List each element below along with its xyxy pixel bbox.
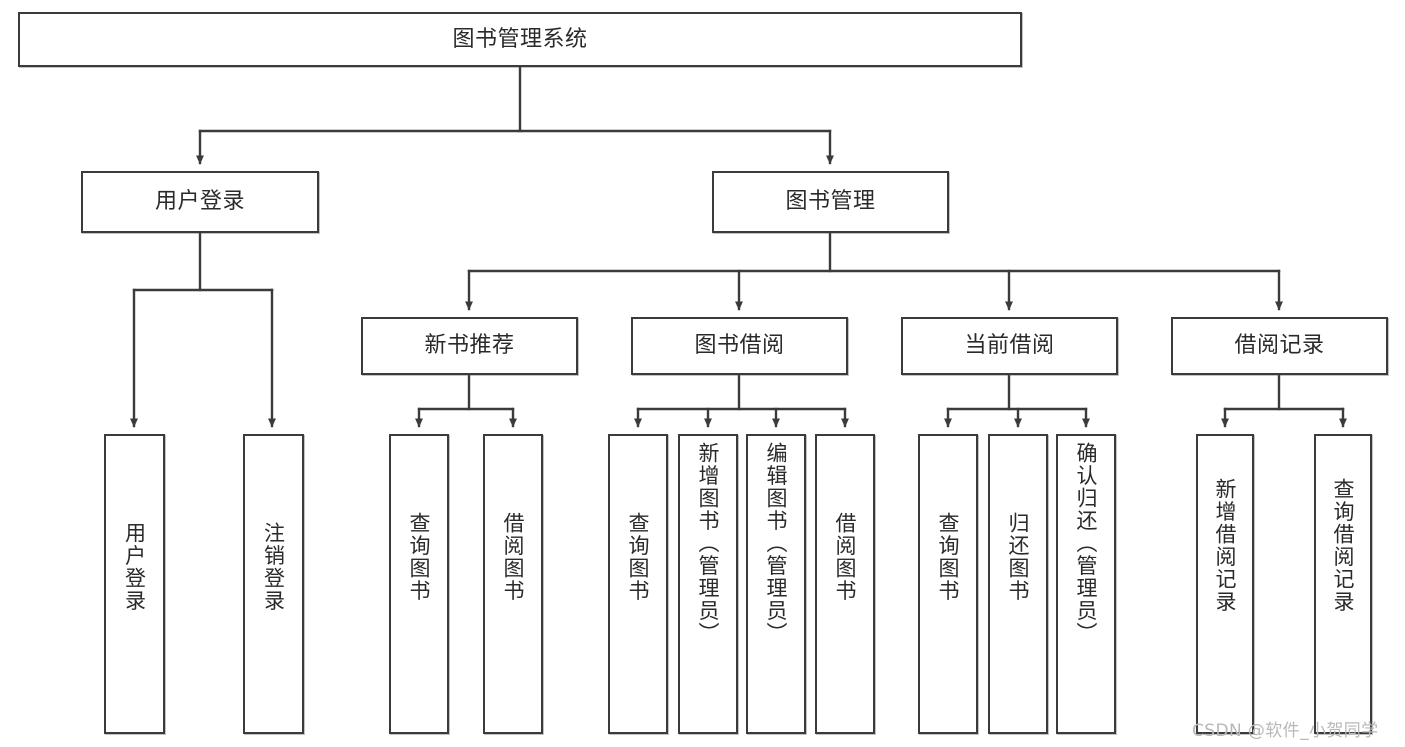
node-leaf-borrow-book-2[interactable]: 借阅图书 (815, 434, 875, 734)
node-book-borrow-label: 图书借阅 (694, 333, 785, 359)
node-leaf-edit-book[interactable]: 编辑图书（管理员） (746, 434, 806, 734)
node-leaf-query-book-3-label: 查询图书 (936, 512, 961, 602)
node-leaf-query-record-label: 查询借阅记录 (1331, 478, 1356, 613)
node-leaf-borrow-book-1-label: 借阅图书 (501, 512, 526, 602)
node-current-borrow[interactable]: 当前借阅 (901, 317, 1118, 375)
node-leaf-query-record[interactable]: 查询借阅记录 (1314, 434, 1372, 734)
node-user-login[interactable]: 用户登录 (81, 171, 319, 233)
node-borrow-record[interactable]: 借阅记录 (1171, 317, 1388, 375)
node-leaf-return-book[interactable]: 归还图书 (988, 434, 1048, 734)
node-leaf-user-login-label: 用户登录 (122, 522, 147, 612)
node-borrow-record-label: 借阅记录 (1234, 333, 1325, 359)
node-root[interactable]: 图书管理系统 (18, 12, 1022, 67)
node-current-borrow-label: 当前借阅 (964, 333, 1055, 359)
node-leaf-return-book-label: 归还图书 (1006, 512, 1031, 602)
node-leaf-query-book-1[interactable]: 查询图书 (389, 434, 449, 734)
node-leaf-add-record-label: 新增借阅记录 (1213, 478, 1238, 613)
node-leaf-borrow-book-2-label: 借阅图书 (833, 512, 858, 602)
node-book-manage-label: 图书管理 (785, 189, 876, 215)
node-leaf-add-book-label: 新增图书（管理员） (696, 442, 721, 645)
node-leaf-user-login[interactable]: 用户登录 (104, 434, 165, 734)
node-leaf-borrow-book-1[interactable]: 借阅图书 (483, 434, 543, 734)
node-leaf-query-book-2[interactable]: 查询图书 (608, 434, 668, 734)
node-leaf-query-book-2-label: 查询图书 (626, 512, 651, 602)
node-leaf-query-book-1-label: 查询图书 (407, 512, 432, 602)
node-leaf-query-book-3[interactable]: 查询图书 (918, 434, 978, 734)
csdn-watermark: CSDN @软件_小贺同学 (1192, 721, 1379, 741)
node-new-book-recommend[interactable]: 新书推荐 (361, 317, 578, 375)
node-leaf-add-book[interactable]: 新增图书（管理员） (678, 434, 738, 734)
node-new-book-recommend-label: 新书推荐 (424, 333, 515, 359)
node-book-borrow[interactable]: 图书借阅 (631, 317, 848, 375)
node-leaf-confirm-return[interactable]: 确认归还（管理员） (1056, 434, 1116, 734)
node-leaf-confirm-return-label: 确认归还（管理员） (1074, 442, 1099, 645)
node-user-login-label: 用户登录 (154, 189, 245, 215)
node-root-label: 图书管理系统 (452, 26, 588, 52)
node-leaf-add-record[interactable]: 新增借阅记录 (1196, 434, 1254, 734)
node-leaf-edit-book-label: 编辑图书（管理员） (764, 442, 789, 645)
node-leaf-logout[interactable]: 注销登录 (243, 434, 304, 734)
node-book-manage[interactable]: 图书管理 (712, 171, 949, 233)
node-leaf-logout-label: 注销登录 (261, 522, 286, 612)
